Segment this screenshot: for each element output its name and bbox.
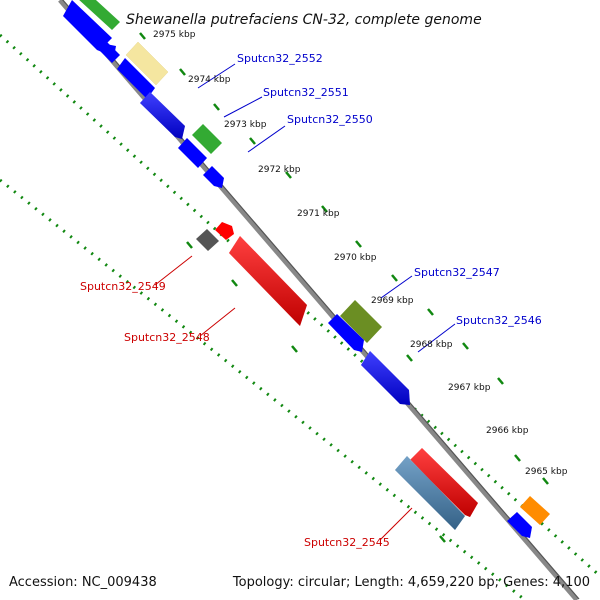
inner-tick-track [0,178,526,600]
gene-blue-2546a [328,314,364,352]
gene-label-2551[interactable]: Sputcn32_2551 [263,86,349,99]
gene-shading [140,92,478,530]
gene-label-2545[interactable]: Sputcn32_2545 [304,536,390,549]
gene-olive-2547 [340,300,382,343]
gene-yellow-2552 [125,41,169,86]
leader-lines [154,63,456,541]
gene-grey-2549 [196,229,219,251]
gene-red-small [215,222,234,240]
accession-text: Accession: NC_009438 [9,575,157,590]
tick-label: 2974 kbp [188,75,231,85]
gene-blue-6 [203,166,224,188]
major-ticks [139,32,549,543]
gene-labels: Sputcn32_2552 Sputcn32_2551 Sputcn32_255… [80,52,542,549]
tick-label: 2968 kbp [410,340,453,350]
gene-label-2550[interactable]: Sputcn32_2550 [287,113,373,126]
gene-label-2548[interactable]: Sputcn32_2548 [124,331,210,344]
tick-label: 2972 kbp [258,165,301,175]
tick-label: 2969 kbp [371,296,414,306]
gene-label-2546[interactable]: Sputcn32_2546 [456,314,542,327]
forward-genes [79,0,550,525]
gene-blue-2 [92,35,120,63]
gene-label-2547[interactable]: Sputcn32_2547 [414,266,500,279]
gene-blue-3 [117,58,155,99]
gene-green-2550 [192,124,222,154]
tick-label: 2973 kbp [224,120,267,130]
tick-label: 2966 kbp [486,426,529,436]
gene-blue-bottom [507,512,532,538]
genome-info-text: Topology: circular; Length: 4,659,220 bp… [232,575,590,590]
tick-labels: 2975 kbp 2974 kbp 2973 kbp 2972 kbp 2971… [153,30,568,477]
gene-label-2552[interactable]: Sputcn32_2552 [237,52,323,65]
gene-blue-5 [178,138,207,168]
tick-label: 2975 kbp [153,30,196,40]
tick-label: 2971 kbp [297,209,340,219]
tick-label: 2967 kbp [448,383,491,393]
gene-orange [520,496,550,525]
map-title: Shewanella putrefaciens CN-32, complete … [126,12,482,28]
gene-label-2549[interactable]: Sputcn32_2549 [80,280,166,293]
tick-label: 2970 kbp [334,253,377,263]
gene-green-top [79,0,120,30]
tick-label: 2965 kbp [525,467,568,477]
